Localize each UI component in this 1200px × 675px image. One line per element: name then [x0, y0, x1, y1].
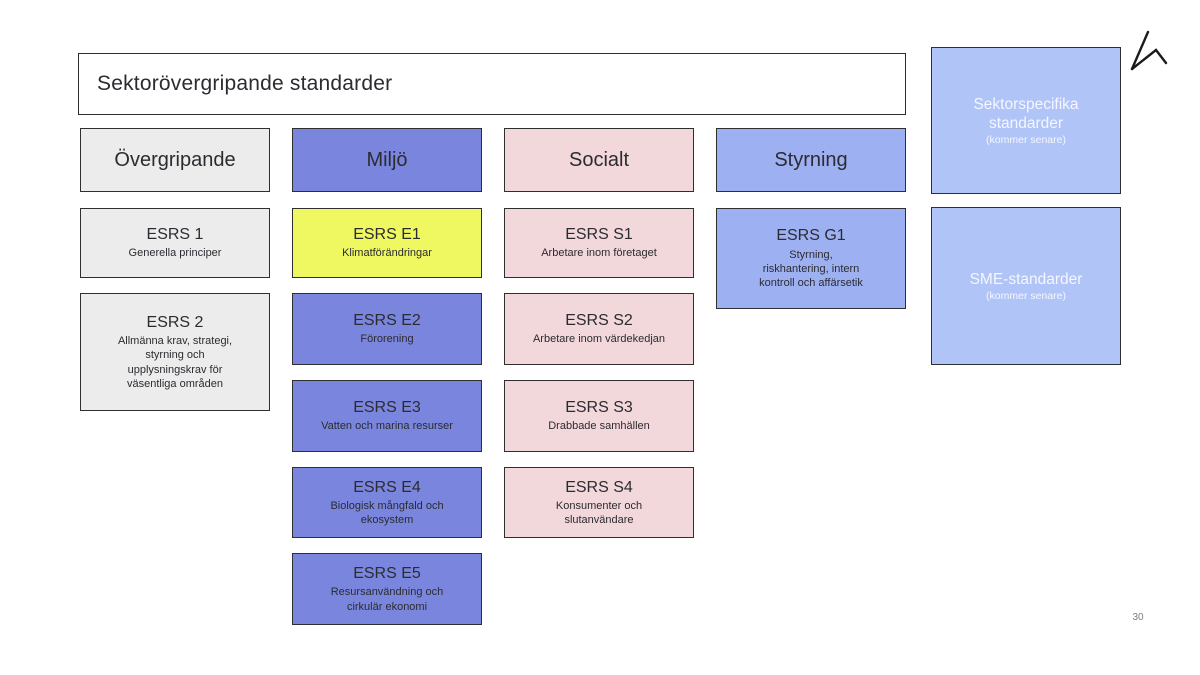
card-subtitle: Drabbade samhällen — [548, 420, 650, 433]
column-header-styrning: Styrning — [716, 128, 906, 192]
card-title: ESRS S1 — [565, 226, 633, 244]
side-box-sektorspecifika: Sektorspecifika standarder (kommer senar… — [931, 47, 1121, 194]
card-subtitle: Arbetare inom företaget — [541, 247, 657, 260]
side-box-note: (kommer senare) — [986, 290, 1066, 303]
card-title: ESRS S3 — [565, 399, 633, 417]
card-esrs-s3: ESRS S3 Drabbade samhällen — [504, 380, 694, 452]
card-esrs-g1: ESRS G1 Styrning, riskhantering, intern … — [716, 208, 906, 309]
card-title: ESRS E5 — [353, 565, 421, 583]
page-number: 30 — [1132, 612, 1144, 623]
card-title: ESRS E2 — [353, 312, 421, 330]
card-title: ESRS E3 — [353, 399, 421, 417]
card-esrs-e1: ESRS E1 Klimatförändringar — [292, 208, 482, 278]
card-subtitle: Konsumenter och slutanvändare — [555, 499, 643, 527]
card-subtitle: Allmänna krav, strategi, styrning och up… — [117, 335, 233, 390]
card-subtitle: Biologisk mångfald och ekosystem — [330, 499, 444, 527]
card-subtitle: Generella principer — [128, 247, 222, 260]
card-title: ESRS E1 — [353, 226, 421, 244]
column-header-miljo: Miljö — [292, 128, 482, 192]
card-esrs-e3: ESRS E3 Vatten och marina resurser — [292, 380, 482, 452]
side-box-note: (kommer senare) — [986, 134, 1066, 147]
card-subtitle: Resursanvändning och cirkulär ekonomi — [330, 586, 444, 613]
card-esrs-s4: ESRS S4 Konsumenter och slutanvändare — [504, 467, 694, 538]
logo-mark-icon — [1130, 30, 1168, 71]
card-esrs-1: ESRS 1 Generella principer — [80, 208, 270, 278]
card-esrs-e4: ESRS E4 Biologisk mångfald och ekosystem — [292, 467, 482, 538]
card-subtitle: Förorening — [360, 333, 414, 346]
side-box-title: Sektorspecifika standarder — [973, 95, 1079, 132]
column-header-label: Socialt — [568, 148, 630, 171]
card-esrs-2: ESRS 2 Allmänna krav, strategi, styrning… — [80, 293, 270, 411]
card-title: ESRS S4 — [565, 478, 633, 496]
column-header-socialt: Socialt — [504, 128, 694, 192]
page-title: Sektorövergripande standarder — [97, 72, 393, 95]
card-esrs-s2: ESRS S2 Arbetare inom värdekedjan — [504, 293, 694, 365]
side-box-title: SME-standarder — [969, 270, 1083, 288]
title-box: Sektorövergripande standarder — [78, 53, 906, 115]
column-header-label: Miljö — [366, 148, 408, 171]
card-subtitle: Styrning, riskhantering, intern kontroll… — [759, 248, 863, 290]
card-subtitle: Vatten och marina resurser — [321, 420, 453, 433]
side-box-sme: SME-standarder (kommer senare) — [931, 207, 1121, 365]
card-esrs-e5: ESRS E5 Resursanvändning och cirkulär ek… — [292, 553, 482, 625]
card-title: ESRS G1 — [776, 227, 846, 245]
card-title: ESRS 1 — [146, 226, 204, 244]
column-header-label: Övergripande — [114, 148, 236, 171]
card-title: ESRS 2 — [146, 313, 204, 331]
card-esrs-e2: ESRS E2 Förorening — [292, 293, 482, 365]
column-header-overgripande: Övergripande — [80, 128, 270, 192]
card-title: ESRS S2 — [565, 312, 633, 330]
card-esrs-s1: ESRS S1 Arbetare inom företaget — [504, 208, 694, 278]
card-subtitle: Arbetare inom värdekedjan — [532, 333, 666, 346]
column-header-label: Styrning — [774, 148, 848, 171]
card-subtitle: Klimatförändringar — [342, 247, 432, 260]
card-title: ESRS E4 — [353, 478, 421, 496]
